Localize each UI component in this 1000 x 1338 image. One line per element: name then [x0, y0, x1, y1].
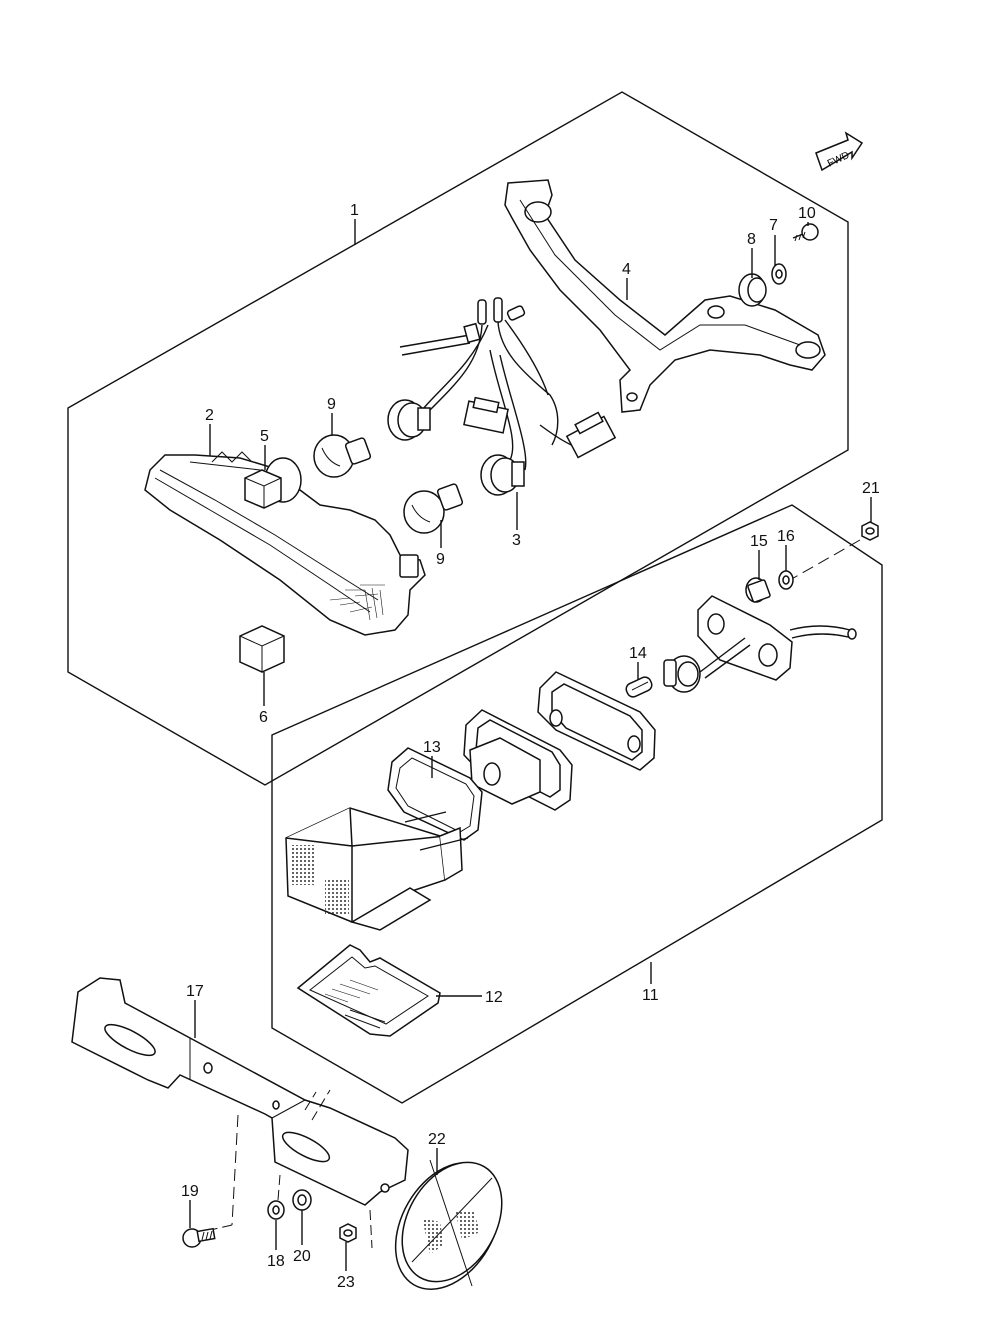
fwd-arrow-icon: FWD: [815, 131, 864, 172]
callout-15: 15: [750, 533, 768, 550]
part-16-washer: [778, 570, 794, 590]
wiring-harness: [399, 297, 617, 471]
callout-18: 18: [267, 1253, 285, 1270]
callout-9b: 9: [436, 551, 445, 568]
part-5-block: [244, 469, 282, 509]
callout-8: 8: [747, 231, 756, 248]
callout-3: 3: [512, 532, 521, 549]
part-13-gasket: [387, 747, 483, 841]
callout-20: 20: [293, 1248, 311, 1265]
callout-10: 10: [798, 205, 816, 222]
part-21-nut: [861, 521, 879, 541]
callout-17: 17: [186, 983, 204, 1000]
license-lamp-socket: [663, 655, 701, 693]
license-lamp-base: [697, 595, 857, 681]
leader-lines-group-3: [189, 1000, 438, 1271]
part-17-bracket: [71, 977, 409, 1206]
part-6-block: [239, 625, 285, 673]
part-23-nut: [339, 1223, 357, 1243]
callout-13: 13: [423, 739, 441, 756]
callout-labels: 1 2 3 4 5 6 7 8 9 9 10 11 12 13 14 15 16…: [181, 202, 880, 1291]
part-20-nut: [292, 1189, 312, 1211]
lamp-housing-middle: [463, 709, 573, 811]
callout-12: 12: [485, 989, 503, 1006]
callout-2: 2: [205, 407, 214, 424]
callout-23: 23: [337, 1274, 355, 1291]
callout-22: 22: [428, 1131, 446, 1148]
part-7-washer: [771, 263, 787, 285]
callout-4: 4: [622, 261, 631, 278]
callout-11: 11: [642, 987, 659, 1004]
part-2-tail-lamp: [144, 451, 426, 636]
lamp-lens-frame: [537, 671, 656, 771]
callout-5: 5: [260, 428, 269, 445]
callout-19: 19: [181, 1183, 199, 1200]
part-19-bolt: [182, 1227, 216, 1248]
assembly-1-outline: [67, 91, 849, 786]
callout-1: 1: [350, 202, 359, 219]
callout-14: 14: [629, 645, 647, 662]
part-9-bulb-lower: [403, 483, 464, 534]
part-18-washer: [267, 1200, 285, 1220]
leader-lines-group-1: [209, 219, 809, 706]
callout-6: 6: [259, 709, 268, 726]
part-12-lens-cover: [296, 944, 441, 1037]
callout-16: 16: [777, 528, 795, 545]
callout-7: 7: [769, 217, 778, 234]
part-15-stud: [745, 577, 771, 603]
assembly-11-outline: [271, 504, 883, 1104]
callout-21: 21: [862, 480, 880, 497]
callout-9a: 9: [327, 396, 336, 413]
part-3-socket-lower: [480, 454, 525, 496]
part-3-socket-upper: [387, 399, 431, 441]
part-10-screw: [792, 223, 819, 242]
leader-lines-group-2: [431, 497, 872, 997]
part-9-bulb-upper: [313, 434, 372, 478]
part-22-reflector: [394, 1159, 503, 1290]
part-8-grommet: [738, 273, 767, 307]
part-14-bulb: [625, 676, 653, 698]
license-lamp-body: [285, 807, 469, 931]
part-4-bracket: [504, 179, 826, 413]
